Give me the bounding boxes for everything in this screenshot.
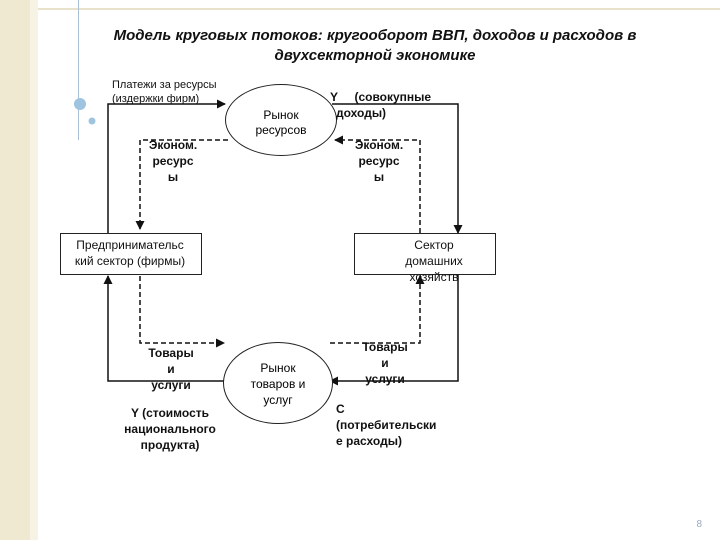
page-number: 8 (696, 519, 702, 530)
title-line-1: Модель круговых потоков: кругооборот ВВП… (113, 27, 637, 44)
firms-label-1: Предпринимательс (76, 238, 184, 252)
gdp-label-3: продукта) (140, 438, 200, 452)
resource-market-label-1: Рынок (263, 108, 299, 122)
resource-market-node: Рынок ресурсов (225, 84, 337, 156)
econ-resources-left-2: ресурс (152, 154, 194, 168)
households-sector-node (354, 233, 496, 275)
goods-services-right-2: и (381, 356, 389, 370)
econ-resources-left-1: Эконом. (148, 138, 198, 152)
flow-resource-market-to-firms-resources (135, 139, 228, 230)
flow-resource-market-to-households-money (332, 103, 463, 234)
slide-title: Модель круговых потоков: кругооборот ВВП… (30, 26, 720, 66)
decor-circle-large (74, 98, 86, 110)
left-decor-band (0, 0, 30, 540)
econ-resources-right-1: Эконом. (354, 138, 404, 152)
flow-goods-market-to-firms-money (103, 275, 225, 382)
consumption-label-3: е расходы) (336, 434, 402, 448)
households-label-2: домашних (405, 254, 463, 268)
decor-circle-small (88, 117, 96, 125)
goods-services-right-1: Товары (362, 340, 408, 354)
goods-services-left-3: услуги (151, 378, 191, 392)
goods-services-right-3: услуги (365, 372, 405, 386)
income-label-2: доходы) (336, 106, 387, 120)
households-label-1: Сектор (414, 238, 454, 252)
flow-firms-to-goods-market-goods (139, 276, 225, 348)
econ-resources-right-3: ы (373, 170, 385, 184)
decor-vertical-line (78, 0, 79, 140)
gdp-label-1: Y (стоимость (130, 406, 210, 420)
consumption-label-1: C (336, 402, 345, 416)
goods-market-node: Рынок товаров и услуг (223, 342, 333, 424)
goods-market-label-1: Рынок (260, 361, 296, 375)
goods-services-left-1: Товары (148, 346, 194, 360)
resource-market-label-2: ресурсов (255, 123, 307, 137)
payments-label-2: (издержки фирм) (112, 93, 200, 105)
title-line-2: двухсекторной экономике (274, 47, 476, 64)
consumption-label-2: (потребительски (336, 418, 437, 432)
top-decor-line (38, 8, 720, 10)
households-label-3: хозяйств (409, 270, 459, 284)
flow-goods-market-to-households-goods (330, 275, 425, 344)
goods-market-label-2: товаров и (250, 377, 306, 391)
econ-resources-right-2: ресурс (358, 154, 400, 168)
payments-label-1: Платежи за ресурсы (112, 79, 217, 91)
flow-households-to-resource-market-resources (334, 135, 421, 233)
econ-resources-left-3: ы (167, 170, 179, 184)
firms-label-2: кий сектор (фирмы) (74, 254, 186, 268)
income-label-1: Y (совокупные (330, 90, 432, 104)
firms-sector-node (60, 233, 202, 275)
flow-firms-to-resource-market-money (107, 99, 226, 233)
gdp-label-2: национального (124, 422, 216, 436)
flow-households-to-goods-market-money (329, 272, 459, 386)
goods-services-left-2: и (167, 362, 175, 376)
left-decor-band-inner (30, 0, 38, 540)
goods-market-label-3: услуг (263, 393, 293, 407)
